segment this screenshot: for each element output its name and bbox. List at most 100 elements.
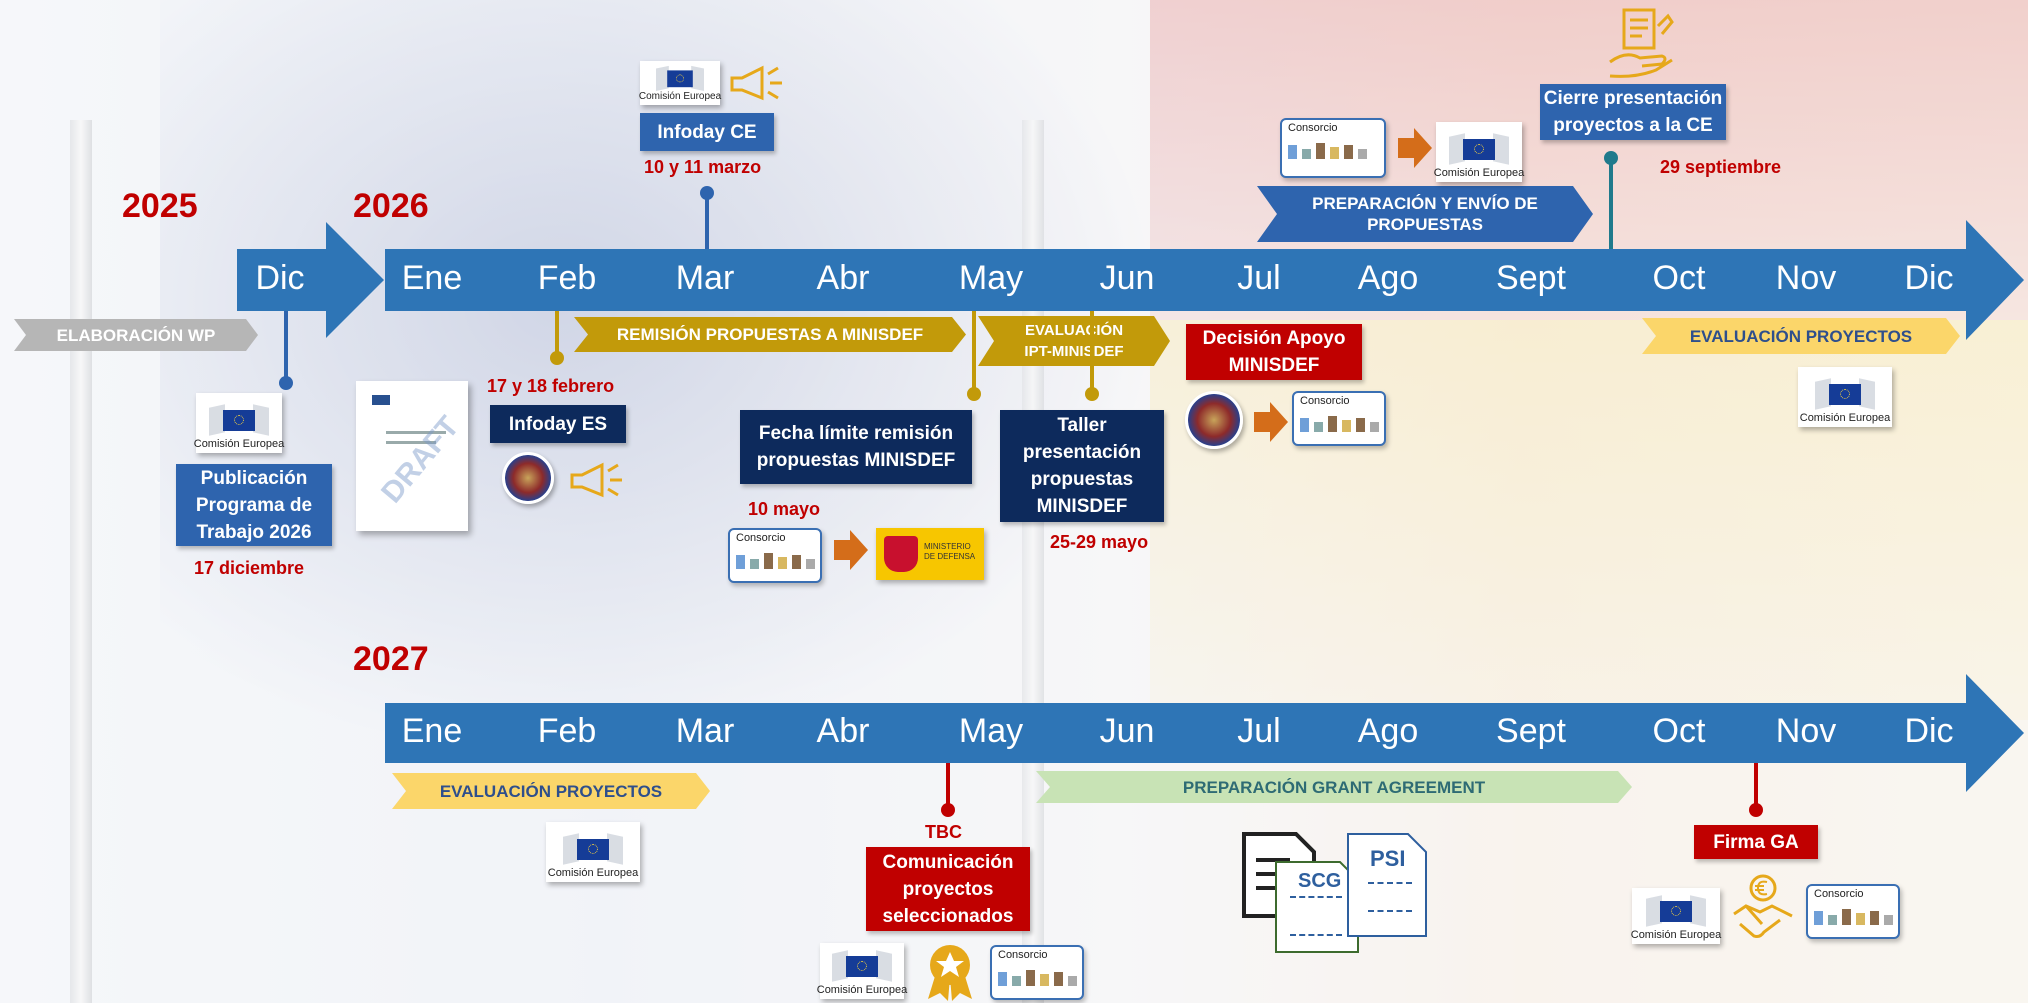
band-preparacion-envio: PREPARACIÓN Y ENVÍO DE PROPUESTAS	[1257, 186, 1593, 242]
cierre-line-2: proyectos a la CE	[1553, 115, 1713, 136]
publicacion-date: 17 diciembre	[194, 558, 305, 578]
month-sept-2027: Sept	[1496, 712, 1566, 750]
band-elaboracion-wp: ELABORACIÓN WP	[14, 319, 258, 351]
year-2027-label: 2027	[353, 640, 429, 678]
publicacion-box: Publicación Programa de Trabajo 2026	[176, 464, 332, 546]
band-evaluacion-ipt-line-2: IPT-MINISDEF	[1024, 343, 1124, 360]
ministerio-line-2: DE DEFENSA	[924, 552, 976, 561]
dot-comunicacion	[941, 803, 955, 817]
eu-flag-icon	[832, 948, 892, 984]
comision-caption: Comisión Europea	[193, 438, 285, 450]
month-may-2027: May	[958, 712, 1024, 750]
consorcio-caption: Consorcio	[1288, 122, 1338, 134]
eu-flag-icon	[656, 64, 704, 91]
publicacion-line-1: Publicación	[200, 467, 308, 489]
consorcio-logo-comunicacion: Consorcio	[990, 945, 1084, 1000]
comunicacion-date: TBC	[925, 822, 962, 842]
eu-flag-icon	[1449, 131, 1509, 167]
month-oct-2026: Oct	[1652, 259, 1706, 297]
consorcio-caption: Consorcio	[1814, 888, 1864, 900]
consorcio-caption: Consorcio	[1300, 395, 1350, 407]
eu-flag-icon	[1815, 376, 1875, 412]
cierre-box: Cierre presentación proyectos a la CE	[1540, 84, 1726, 140]
band-preparacion-grant: PREPARACIÓN GRANT AGREEMENT	[1036, 771, 1632, 803]
month-jun-2027: Jun	[1099, 712, 1155, 750]
month-oct-2027: Oct	[1652, 712, 1706, 750]
scg-dashes	[1290, 896, 1342, 936]
draft-doc-line	[386, 431, 446, 434]
fecha-limite-box: Fecha límite remisión propuestas MINISDE…	[740, 410, 972, 484]
consorcio-icons	[736, 547, 815, 569]
band-evaluacion-proyectos-2027-label: EVALUACIÓN PROYECTOS	[439, 781, 663, 801]
month-jul-2027: Jul	[1237, 712, 1281, 750]
comision-logo-preparacion: Comisión Europea	[1433, 122, 1525, 182]
dot-fecha-limite	[967, 387, 981, 401]
award-medal-icon	[928, 945, 972, 1001]
band-preparacion-envio-line-2: PROPUESTAS	[1367, 215, 1483, 234]
consorcio-logo-firma: Consorcio	[1806, 884, 1900, 939]
month-feb-2027: Feb	[537, 712, 597, 750]
consorcio-icons	[998, 964, 1077, 986]
month-jun-2026: Jun	[1099, 259, 1155, 297]
handshake-euro-icon	[1733, 874, 1793, 938]
month-nov-2026: Nov	[1775, 259, 1837, 297]
comision-logo-evaluacion-2026: Comisión Europea	[1798, 367, 1892, 427]
consorcio-logo-fecha-limite: Consorcio	[728, 528, 822, 583]
stem-taller	[1090, 311, 1094, 391]
band-preparacion-grant-label: PREPARACIÓN GRANT AGREEMENT	[1182, 777, 1486, 797]
decision-box: Decisión Apoyo MINISDEF	[1186, 324, 1362, 380]
draft-doc-line	[386, 441, 436, 444]
comision-logo-firma: Comisión Europea	[1631, 888, 1721, 944]
consorcio-logo-decision: Consorcio	[1292, 391, 1386, 446]
consorcio-logo-preparacion: Consorcio	[1280, 118, 1386, 178]
comunicacion-box: Comunicación proyectos seleccionados	[866, 847, 1030, 931]
ministerio-text: MINISTERIO DE DEFENSA	[924, 542, 975, 562]
dot-taller	[1085, 387, 1099, 401]
band-elaboracion-wp-label: ELABORACIÓN WP	[56, 325, 216, 345]
comision-caption: Comisión Europea	[816, 984, 908, 996]
month-mar-2027: Mar	[675, 712, 735, 750]
stem-cierre	[1609, 158, 1613, 249]
comision-logo-evaluacion-2027: Comisión Europea	[546, 822, 640, 882]
decision-line-1: Decisión Apoyo	[1202, 328, 1346, 349]
month-dic-2025: Dic	[255, 259, 305, 297]
band-remision-propuestas: REMISIÓN PROPUESTAS A MINISDEF	[574, 317, 966, 352]
eu-flag-icon	[1646, 893, 1706, 929]
band-evaluacion-proyectos-2027: EVALUACIÓN PROYECTOS	[392, 773, 710, 809]
month-abr-2026: Abr	[816, 259, 870, 297]
draft-doc-header	[372, 395, 390, 405]
comision-caption: Comisión Europea	[1433, 167, 1525, 179]
cierre-line-1: Cierre presentación	[1543, 88, 1723, 109]
band-evaluacion-ipt-line-1: EVALUACIÓN	[1024, 322, 1124, 339]
comision-logo-infoday-ce: Comisión Europea	[639, 61, 721, 105]
taller-box: Taller presentación propuestas MINISDEF	[1000, 410, 1164, 522]
eu-flag-icon	[209, 402, 269, 438]
band-remision-label: REMISIÓN PROPUESTAS A MINISDEF	[616, 325, 924, 344]
taller-line-4: MINISDEF	[1036, 496, 1128, 517]
stem-fecha-limite	[972, 311, 976, 391]
spanish-coat-icon	[884, 536, 918, 572]
month-dic-2027: Dic	[1904, 712, 1954, 750]
comision-caption: Comisión Europea	[547, 867, 639, 879]
dot-firma	[1749, 803, 1763, 817]
comunicacion-line-2: proyectos	[902, 878, 994, 900]
arrow-right-icon	[834, 530, 868, 570]
defense-emblem-decision	[1185, 391, 1243, 449]
infoday-ce-box: Infoday CE	[640, 113, 774, 151]
comision-logo-publicacion: Comisión Europea	[193, 393, 285, 453]
taller-date: 25-29 mayo	[1050, 532, 1149, 552]
cierre-date: 29 septiembre	[1660, 157, 1782, 177]
hand-document-icon	[1609, 8, 1674, 78]
band-evaluacion-ipt: EVALUACIÓN IPT-MINISDEF	[978, 316, 1170, 366]
month-may-2026: May	[958, 259, 1024, 297]
firma-ga-box: Firma GA	[1694, 825, 1818, 859]
band-evaluacion-proyectos-2026: EVALUACIÓN PROYECTOS	[1642, 318, 1960, 354]
month-abr-2027: Abr	[816, 712, 870, 750]
dot-infoday-es	[550, 351, 564, 365]
comision-caption: Comisión Europea	[1799, 412, 1891, 424]
month-nov-2027: Nov	[1775, 712, 1837, 750]
psi-label: PSI	[1370, 846, 1406, 871]
taller-line-3: propuestas	[1030, 469, 1134, 490]
infoday-ce-date: 10 y 11 marzo	[644, 157, 762, 177]
publicacion-line-2: Programa de	[195, 494, 313, 516]
